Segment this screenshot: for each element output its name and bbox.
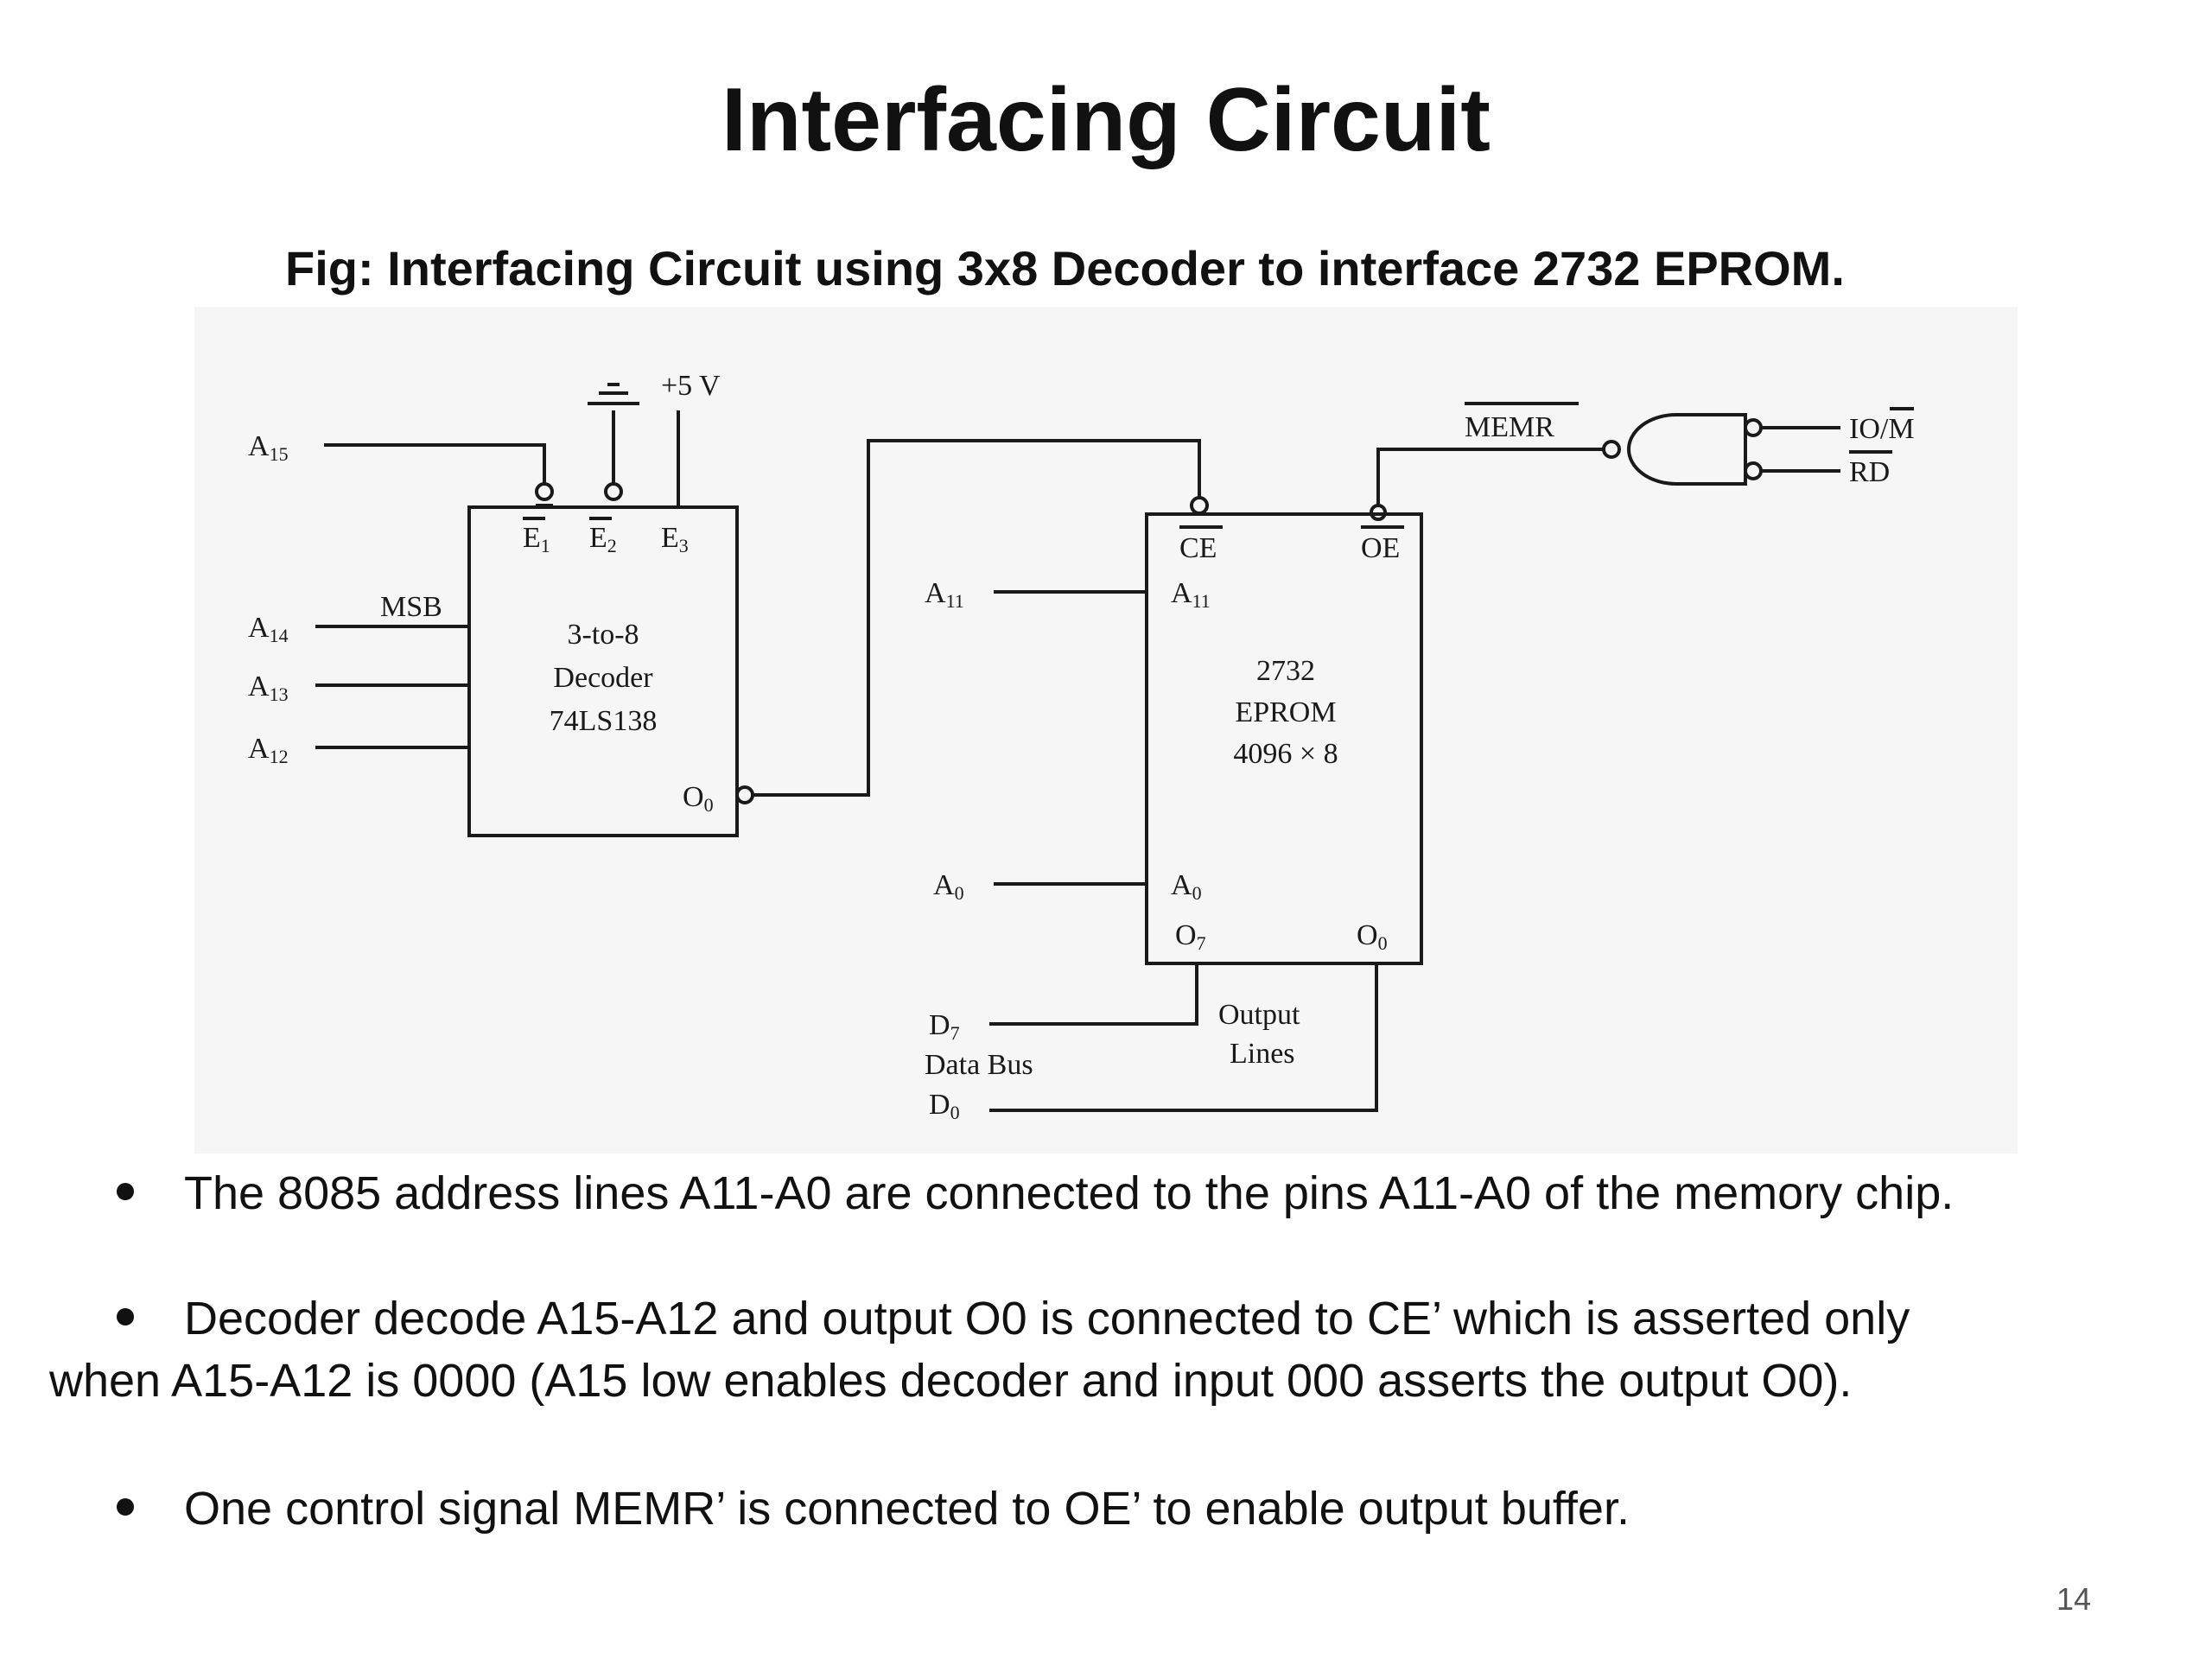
wire-o7-data <box>989 963 1198 1026</box>
label-d7: D7 <box>929 1009 960 1044</box>
decoder-label-1: 3-to-8 <box>567 619 639 651</box>
bullet-2: Decoder decode A15-A12 and output O0 is … <box>49 1287 2104 1412</box>
slide-title: Interfacing Circuit <box>721 70 1491 170</box>
figure-caption-text: Interfacing Circuit using 3x8 Decoder to… <box>373 241 1845 296</box>
bullet-3: One control signal MEMR’ is connected to… <box>117 1478 2104 1540</box>
wire-o0-to-ce <box>753 439 1201 797</box>
label-e1: E1 <box>523 522 550 556</box>
output-lines-label-2: Lines <box>1230 1038 1295 1070</box>
label-data-bus: Data Bus <box>925 1049 1033 1081</box>
bullet-3-text: One control signal MEMR’ is connected to… <box>184 1483 1630 1535</box>
figure-caption: Fig: Interfacing Circuit using 3x8 Decod… <box>285 240 1845 296</box>
label-a11-in: A11 <box>925 577 964 612</box>
gate-input-bubble-1 <box>1744 418 1763 437</box>
eprom-label-2: EPROM <box>1235 696 1336 728</box>
eprom-label-1: 2732 <box>1256 655 1315 687</box>
bullet-dot <box>117 1497 134 1516</box>
wire-o0-data <box>989 963 1378 1112</box>
bubble-oe <box>1370 504 1387 521</box>
label-rd: RD <box>1849 456 1890 488</box>
label-ce: CE <box>1179 532 1217 564</box>
label-oe: OE <box>1361 532 1400 564</box>
label-supply: +5 V <box>661 370 721 402</box>
label-a0-in: A0 <box>933 869 964 904</box>
circuit-diagram-svg: +5 V A15 A14 A13 A12 MSB E1 E2 E3 3-to-8… <box>248 370 1915 1123</box>
eprom-label-3: 4096 × 8 <box>1233 738 1338 770</box>
bullet-1-text: The 8085 address lines A11-A0 are connec… <box>184 1167 1955 1219</box>
label-memr: MEMR <box>1465 411 1554 443</box>
eprom-box <box>1145 512 1423 965</box>
label-io-m: IO/M <box>1849 413 1915 445</box>
label-d0: D0 <box>929 1089 960 1123</box>
bubble-e2 <box>604 482 623 501</box>
bubble-o0 <box>735 785 754 804</box>
gate-output-bubble <box>1602 440 1621 459</box>
bullet-dot <box>117 1182 134 1200</box>
logic-gate <box>1627 413 1747 486</box>
circuit-diagram: +5 V A15 A14 A13 A12 MSB E1 E2 E3 3-to-8… <box>194 307 2018 1154</box>
decoder-box <box>467 505 739 837</box>
label-eprom-a11: A11 <box>1171 577 1211 612</box>
label-a15: A15 <box>248 430 289 465</box>
label-eprom-a0: A0 <box>1171 869 1202 904</box>
bullet-2-text-continued: when A15-A12 is 0000 (A15 low enables de… <box>49 1355 1853 1407</box>
label-decoder-o0: O0 <box>683 781 714 816</box>
bullet-2-text: Decoder decode A15-A12 and output O0 is … <box>184 1293 1910 1344</box>
decoder-label-3: 74LS138 <box>550 705 658 737</box>
output-lines-label-1: Output <box>1218 999 1300 1031</box>
bubble-e1 <box>535 482 554 501</box>
page-number: 14 <box>2056 1581 2092 1617</box>
bubble-ce <box>1190 496 1209 515</box>
gate-input-bubble-2 <box>1744 461 1763 480</box>
label-msb: MSB <box>380 591 442 623</box>
wire-a15 <box>324 443 546 484</box>
figure-caption-prefix: Fig: <box>285 241 374 296</box>
label-e2: E2 <box>589 522 617 556</box>
label-o7: O7 <box>1175 919 1206 954</box>
label-e3: E3 <box>661 522 689 556</box>
label-o0: O0 <box>1357 919 1388 954</box>
label-a12: A12 <box>248 733 289 767</box>
label-a14: A14 <box>248 612 289 646</box>
bullet-dot <box>117 1307 134 1325</box>
decoder-label-2: Decoder <box>553 662 653 694</box>
label-a13: A13 <box>248 671 289 705</box>
bullet-1: The 8085 address lines A11-A0 are connec… <box>117 1162 2104 1224</box>
wire-memr-to-oe <box>1376 448 1604 505</box>
